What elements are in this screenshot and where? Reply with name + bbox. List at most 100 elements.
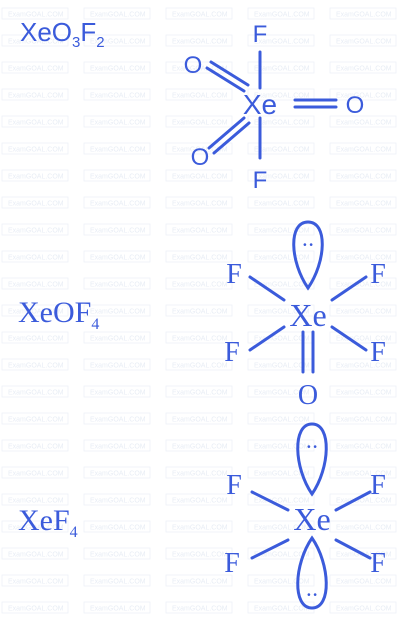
watermark-box — [247, 7, 315, 20]
atom-o-lower-left: O — [191, 144, 210, 171]
watermark-text: ExamGOAL.COM — [90, 606, 146, 613]
watermark-box — [247, 439, 315, 452]
watermark-text: ExamGOAL.COM — [90, 471, 146, 478]
watermark-box — [247, 304, 315, 317]
watermark-text: ExamGOAL.COM — [254, 174, 310, 181]
watermark-text: ExamGOAL.COM — [254, 201, 310, 208]
watermark-box — [83, 88, 151, 101]
watermark-box — [329, 331, 397, 344]
watermark-box — [247, 88, 315, 101]
watermark-text: ExamGOAL.COM — [254, 309, 310, 316]
watermark-text: ExamGOAL.COM — [90, 363, 146, 370]
watermark-box — [83, 115, 151, 128]
molecule-xef4: XeF4 • • • • Xe F F F F — [18, 422, 386, 610]
watermark-box — [247, 520, 315, 533]
watermark-box — [247, 277, 315, 290]
watermark-box — [165, 574, 233, 587]
watermark-box — [1, 412, 69, 425]
watermark-box — [329, 358, 397, 371]
watermark-text: ExamGOAL.COM — [254, 606, 310, 613]
watermark-text: ExamGOAL.COM — [90, 228, 146, 235]
watermark-box — [165, 412, 233, 425]
watermark-text: ExamGOAL.COM — [172, 201, 228, 208]
watermark-text: ExamGOAL.COM — [172, 579, 228, 586]
watermark-text: ExamGOAL.COM — [8, 12, 64, 19]
watermark-text: ExamGOAL.COM — [90, 39, 146, 46]
watermark-text: ExamGOAL.COM — [90, 336, 146, 343]
watermark-text: ExamGOAL.COM — [336, 390, 392, 397]
watermark-box — [247, 385, 315, 398]
watermark-text: ExamGOAL.COM — [8, 93, 64, 100]
watermark-text: ExamGOAL.COM — [172, 282, 228, 289]
center-atom-xe: Xe — [289, 297, 326, 333]
watermark-box — [165, 439, 233, 452]
watermark-text: ExamGOAL.COM — [8, 336, 64, 343]
watermark-text: ExamGOAL.COM — [8, 390, 64, 397]
watermark-box — [1, 142, 69, 155]
watermark-text: ExamGOAL.COM — [254, 417, 310, 424]
watermark-box — [165, 466, 233, 479]
watermark-text: ExamGOAL.COM — [8, 39, 64, 46]
watermark-box — [83, 439, 151, 452]
watermark-text: ExamGOAL.COM — [8, 120, 64, 127]
watermark-text: ExamGOAL.COM — [254, 579, 310, 586]
atom-o-upper-left: O — [184, 52, 203, 79]
watermark-box — [165, 34, 233, 47]
watermark-box — [83, 61, 151, 74]
watermark-text: ExamGOAL.COM — [90, 147, 146, 154]
watermark-text: ExamGOAL.COM — [172, 552, 228, 559]
watermark-box — [329, 385, 397, 398]
watermark-text: ExamGOAL.COM — [336, 147, 392, 154]
atom-f-upper-right: F — [370, 259, 386, 290]
watermark-text: ExamGOAL.COM — [90, 525, 146, 532]
watermark-text: ExamGOAL.COM — [90, 174, 146, 181]
watermark-box — [83, 358, 151, 371]
watermark-box — [329, 520, 397, 533]
watermark-box — [329, 34, 397, 47]
watermark-text: ExamGOAL.COM — [336, 498, 392, 505]
watermark-text: ExamGOAL.COM — [90, 444, 146, 451]
watermark-box — [165, 331, 233, 344]
watermark-box — [329, 493, 397, 506]
watermark-box — [247, 34, 315, 47]
watermark-text: ExamGOAL.COM — [254, 39, 310, 46]
watermark-box — [165, 304, 233, 317]
watermark-text: ExamGOAL.COM — [172, 309, 228, 316]
watermark-text: ExamGOAL.COM — [254, 552, 310, 559]
watermark-text: ExamGOAL.COM — [336, 201, 392, 208]
watermark-text: ExamGOAL.COM — [254, 12, 310, 19]
watermark-box — [83, 169, 151, 182]
watermark-text: ExamGOAL.COM — [254, 525, 310, 532]
watermark-box — [247, 223, 315, 236]
watermark-box — [165, 142, 233, 155]
watermark-box — [247, 250, 315, 263]
formula-xeof4: XeOF4 — [18, 296, 99, 333]
watermark-box — [1, 277, 69, 290]
atom-f-lower-right: F — [370, 548, 386, 579]
lone-pair-electrons: • • — [303, 240, 313, 251]
watermark-text: ExamGOAL.COM — [8, 282, 64, 289]
watermark-box — [1, 88, 69, 101]
atom-f-bottom: F — [253, 167, 268, 194]
watermark-text: ExamGOAL.COM — [336, 255, 392, 262]
bonds-xeo3f2 — [205, 50, 338, 160]
watermark-text: ExamGOAL.COM — [336, 66, 392, 73]
watermark-box — [1, 115, 69, 128]
atom-f-upper-left: F — [226, 470, 242, 501]
watermark-text: ExamGOAL.COM — [336, 606, 392, 613]
atom-f-upper-left: F — [226, 259, 242, 290]
watermark-text: ExamGOAL.COM — [254, 498, 310, 505]
watermark-box — [329, 61, 397, 74]
watermark-text: ExamGOAL.COM — [336, 417, 392, 424]
watermark-box — [329, 304, 397, 317]
watermark-box — [83, 574, 151, 587]
watermark-text: ExamGOAL.COM — [254, 255, 310, 262]
watermark-box — [247, 547, 315, 560]
watermark-text: ExamGOAL.COM — [336, 363, 392, 370]
watermark-box — [83, 7, 151, 20]
watermark-box — [83, 142, 151, 155]
watermark-box — [83, 277, 151, 290]
watermark-box — [1, 196, 69, 209]
watermark-box — [83, 520, 151, 533]
molecule-xeof4: XeOF4 • • Xe F F F F O — [18, 220, 386, 411]
